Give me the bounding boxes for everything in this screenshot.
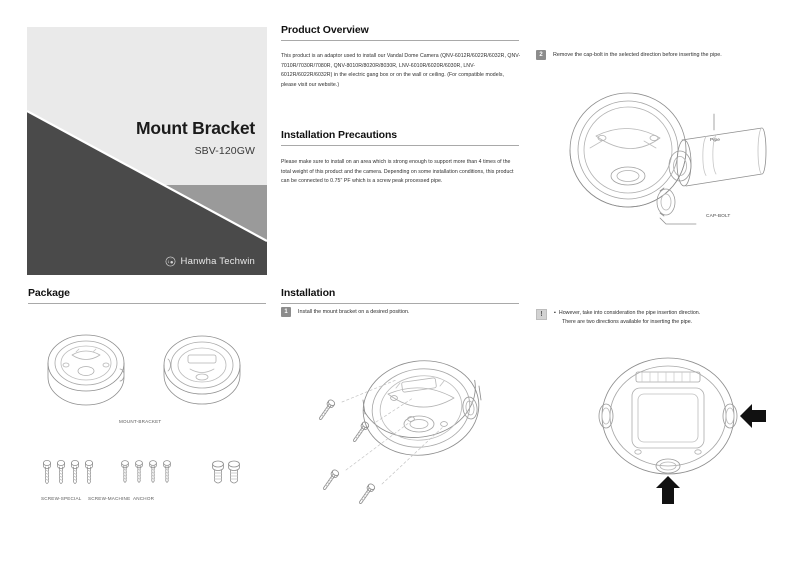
cover-panel: Mount Bracket SBV-120GW Hanwha Techwin [27,27,267,275]
product-overview-body: This product is an adaptor used to insta… [281,53,521,88]
note-line: There are two directions available for i… [554,318,700,327]
installation-precautions-body: Please make sure to install on an area w… [281,159,514,185]
cover-title: Mount Bracket [136,118,255,138]
installation-note: ! ▪ However, take into consideration the… [536,309,786,328]
product-overview-heading: Product Overview [281,24,369,36]
figure-pipe-directions [580,348,780,508]
product-overview-rule [281,40,519,41]
caption-mount-bracket: MOUNT-BRACKET [119,419,162,424]
caption-screw-machine: SCREW-MACHINE [88,496,131,501]
note-bullet-icon: ▪ [554,310,556,316]
figure-bracket-mounting [318,336,508,511]
install-step-1: 1 Install the mount bracket on a desired… [281,307,521,317]
note-text-block: ▪ However, take into consideration the p… [554,309,700,328]
cover-model-number: SBV-120GW [194,145,255,157]
step-description: Remove the cap-bolt in the selected dire… [553,52,722,58]
install-step-2: 2 Remove the cap-bolt in the selected di… [536,50,786,60]
figure-screw-special-group [40,458,100,490]
figure-mount-bracket-bottom [152,325,252,415]
step-number-badge: 2 [536,50,546,60]
pipe-label: Pipe [710,138,721,143]
cap-bolt-label: CAP-BOLT [706,214,731,219]
figure-anchor-group [208,458,250,490]
note-line: ▪ However, take into consideration the p… [554,309,700,318]
note-line-text: There are two directions available for i… [562,319,693,326]
caption-anchor: ANCHOR [133,496,155,501]
direction-arrows [656,404,766,504]
hanwha-swirl-logo-icon [165,256,175,267]
step-description: Install the mount bracket on a desired p… [298,309,410,315]
brand-logo-text: Hanwha Techwin [180,256,255,267]
installation-precautions-heading: Installation Precautions [281,129,398,141]
figure-screw-machine-group [118,458,178,490]
figure-mount-bracket-top [36,325,136,415]
figure-pipe-insertion [556,78,786,238]
cover-background-graphic [27,27,267,275]
installation-precautions-rule [281,145,519,146]
step-number-badge: 1 [281,307,291,317]
exclamation-icon: ! [536,309,547,320]
package-rule [28,303,266,304]
package-heading: Package [28,287,70,299]
note-line-text: However, take into consideration the pip… [558,310,701,316]
brand-logo: Hanwha Techwin [165,256,255,267]
installation-rule [281,303,519,304]
caption-screw-special: SCREW-SPECIAL [41,496,82,501]
installation-heading: Installation [281,287,336,299]
